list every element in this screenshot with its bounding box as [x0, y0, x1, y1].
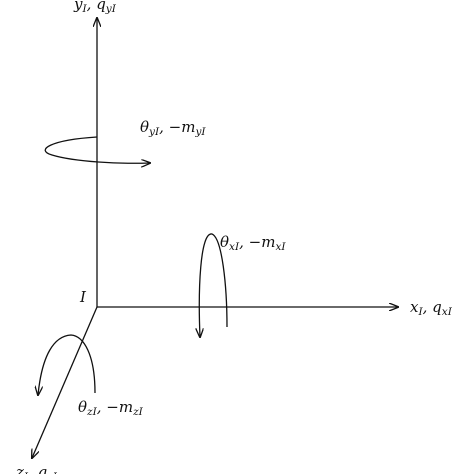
z-axis [32, 306, 98, 458]
x-axis-label: xI, qxI [410, 298, 453, 318]
y-rotation-label: θyI, −myI [140, 118, 206, 138]
y-axis-label: yI, qyI [73, 0, 117, 15]
x-rotation-arrow [199, 233, 228, 337]
origin-label: I [79, 288, 87, 306]
z-rotation-label: θzI, −mzI [78, 398, 144, 418]
y-rotation-arrow [44, 136, 150, 163]
z-rotation-arrow [38, 334, 96, 395]
z-axis-label: zI, qzI [15, 463, 58, 474]
x-rotation-label: θxI, −mxI [220, 233, 286, 253]
